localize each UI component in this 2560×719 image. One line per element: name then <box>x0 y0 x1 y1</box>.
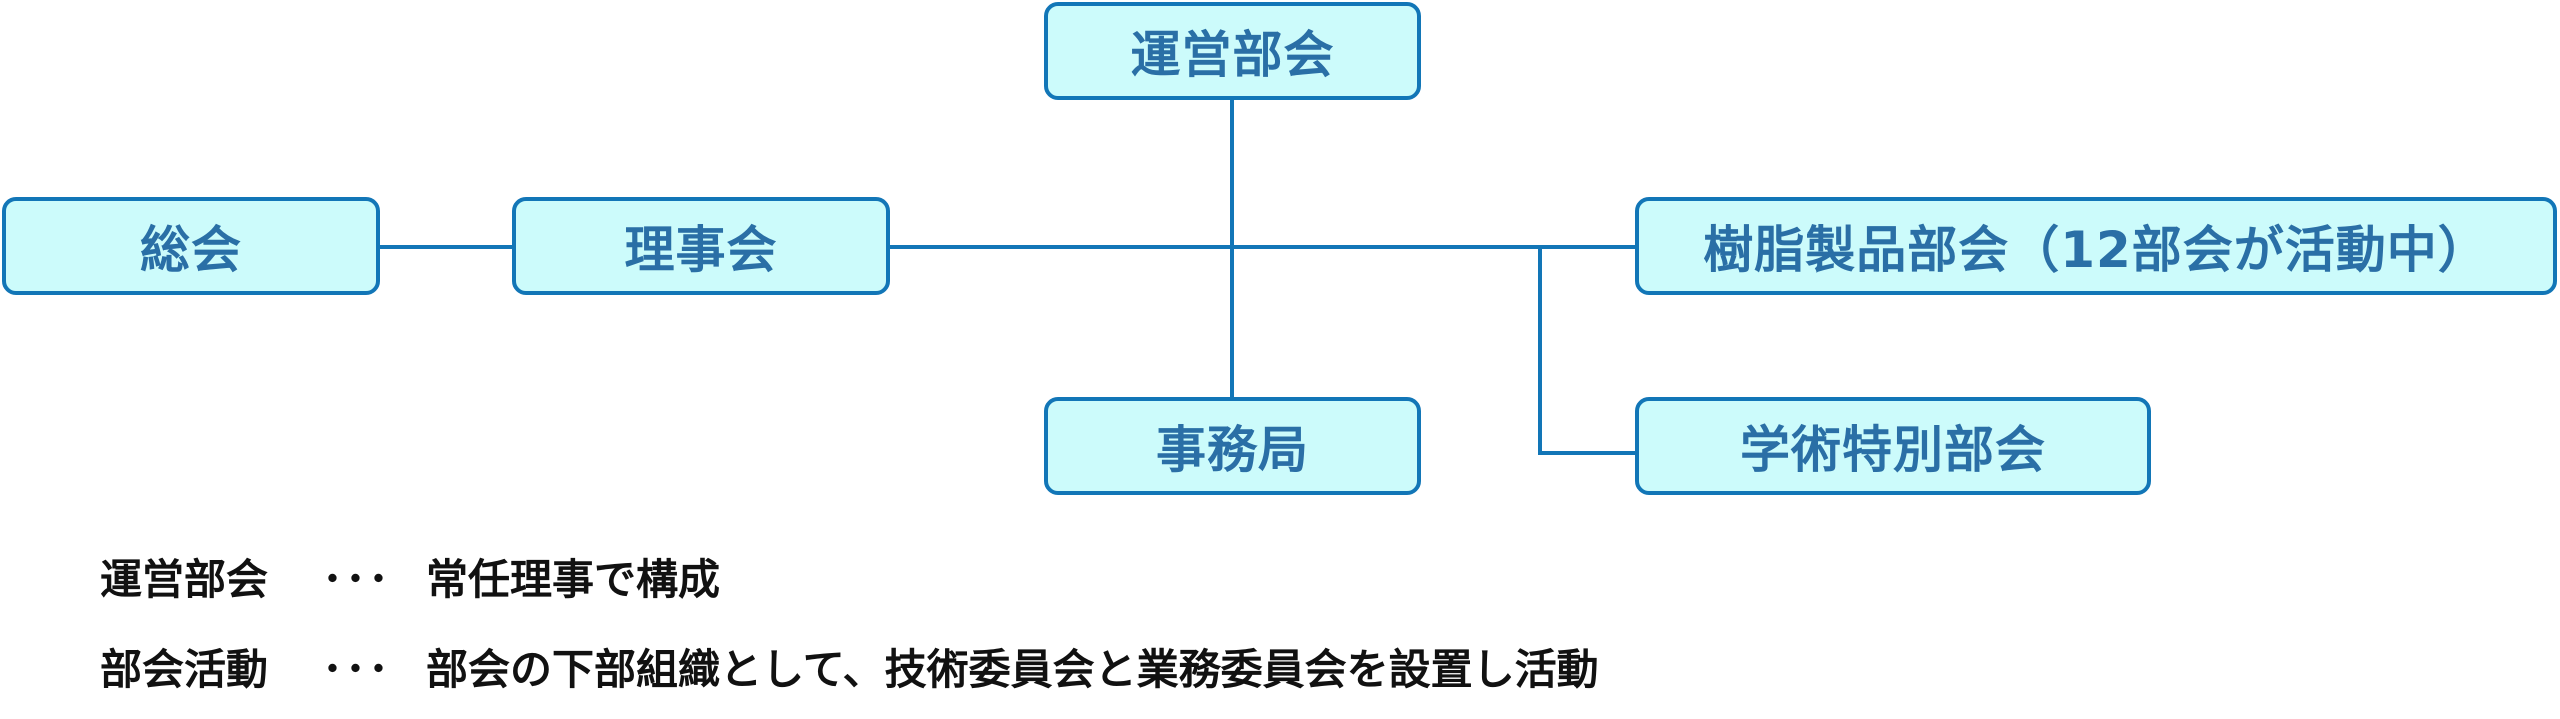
note-term: 部会活動 <box>100 644 269 694</box>
node-label: 総会 <box>140 221 242 279</box>
node-label: 運営部会 <box>1130 26 1335 84</box>
note-text: 常任理事で構成 <box>426 554 721 604</box>
note-row-unei: 運営部会 ･･･ 常任理事で構成 <box>100 541 720 611</box>
node-unei-bukai: 運営部会 <box>1044 2 1421 100</box>
node-jimukyoku: 事務局 <box>1044 397 1421 495</box>
note-dots: ･･･ <box>322 554 392 604</box>
node-label: 樹脂製品部会（12部会が活動中） <box>1703 221 2489 279</box>
note-row-bukai-katsudou: 部会活動 ･･･ 部会の下部組織として、技術委員会と業務委員会を設置し活動 <box>100 631 1599 701</box>
note-dots: ･･･ <box>322 644 392 694</box>
node-soukai: 総会 <box>2 197 380 295</box>
node-gakujutsu-tokubetsu-bukai: 学術特別部会 <box>1635 397 2151 495</box>
note-text: 部会の下部組織として、技術委員会と業務委員会を設置し活動 <box>426 644 1599 694</box>
node-label: 理事会 <box>624 221 778 279</box>
node-label: 学術特別部会 <box>1740 421 2046 479</box>
node-label: 事務局 <box>1156 421 1309 479</box>
node-rijikai: 理事会 <box>512 197 890 295</box>
note-term: 運営部会 <box>100 554 269 604</box>
node-jushi-seihin-bukai: 樹脂製品部会（12部会が活動中） <box>1635 197 2557 295</box>
